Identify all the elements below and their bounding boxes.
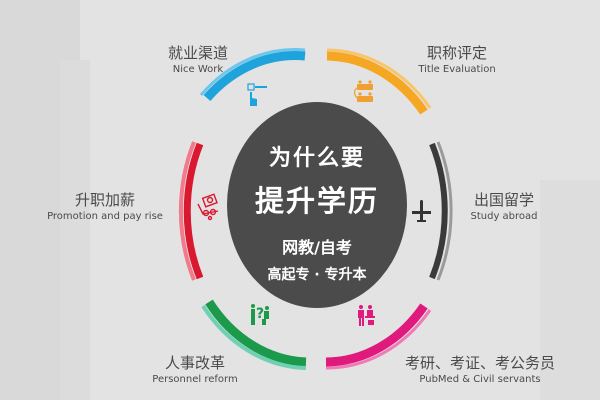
arc-promotion <box>178 141 204 281</box>
center-headline: 提升学历 <box>254 184 379 218</box>
label-zh: 就业渠道 <box>167 44 228 62</box>
label-en: PubMed & Civil servants <box>419 374 541 385</box>
label-en: Title Evaluation <box>418 64 496 75</box>
label-en: Nice Work <box>172 64 224 75</box>
label-en: Promotion and pay rise <box>47 211 163 222</box>
label-title-evaluation: 职称评定 Title Evaluation <box>412 42 502 75</box>
label-promotion: 升职加薪 Promotion and pay rise <box>40 189 170 222</box>
label-en: Personnel reform <box>152 374 238 385</box>
interview-icon <box>358 305 375 326</box>
center-subtitle: 网教/自考 <box>282 238 352 257</box>
center-circle <box>227 102 407 308</box>
label-zh: 考研、考证、考公务员 <box>404 354 555 372</box>
label-en: Study abroad <box>470 211 538 222</box>
label-study-abroad: 出国留学 Study abroad <box>466 189 542 222</box>
arc-pubmed-civil <box>325 303 432 370</box>
center-programs: 高起专 · 专升本 <box>267 267 367 283</box>
center-question: 为什么要 <box>268 146 365 171</box>
question-people-icon: ? <box>251 304 269 325</box>
background-skyline <box>60 60 90 400</box>
label-zh: 升职加薪 <box>74 191 135 209</box>
arc-title-evaluation <box>326 48 432 115</box>
svg-text:?: ? <box>256 306 264 322</box>
label-zh: 职称评定 <box>426 44 487 62</box>
arc-study-abroad <box>429 141 453 281</box>
label-pubmed-civil: 考研、考证、考公务员 PubMed & Civil servants <box>400 352 560 385</box>
people-group-icon <box>353 80 373 102</box>
arc-personnel-reform <box>201 299 307 370</box>
label-nice-work: 就业渠道 Nice Work <box>160 42 236 75</box>
label-zh: 出国留学 <box>473 191 534 209</box>
money-cart-icon <box>197 193 219 221</box>
label-personnel-reform: 人事改革 Personnel reform <box>148 352 242 385</box>
airplane-icon <box>412 200 431 222</box>
background-skyline <box>540 180 600 400</box>
hand-pointer-icon <box>247 83 267 106</box>
label-zh: 人事改革 <box>164 354 225 372</box>
arc-nice-work <box>199 48 306 101</box>
